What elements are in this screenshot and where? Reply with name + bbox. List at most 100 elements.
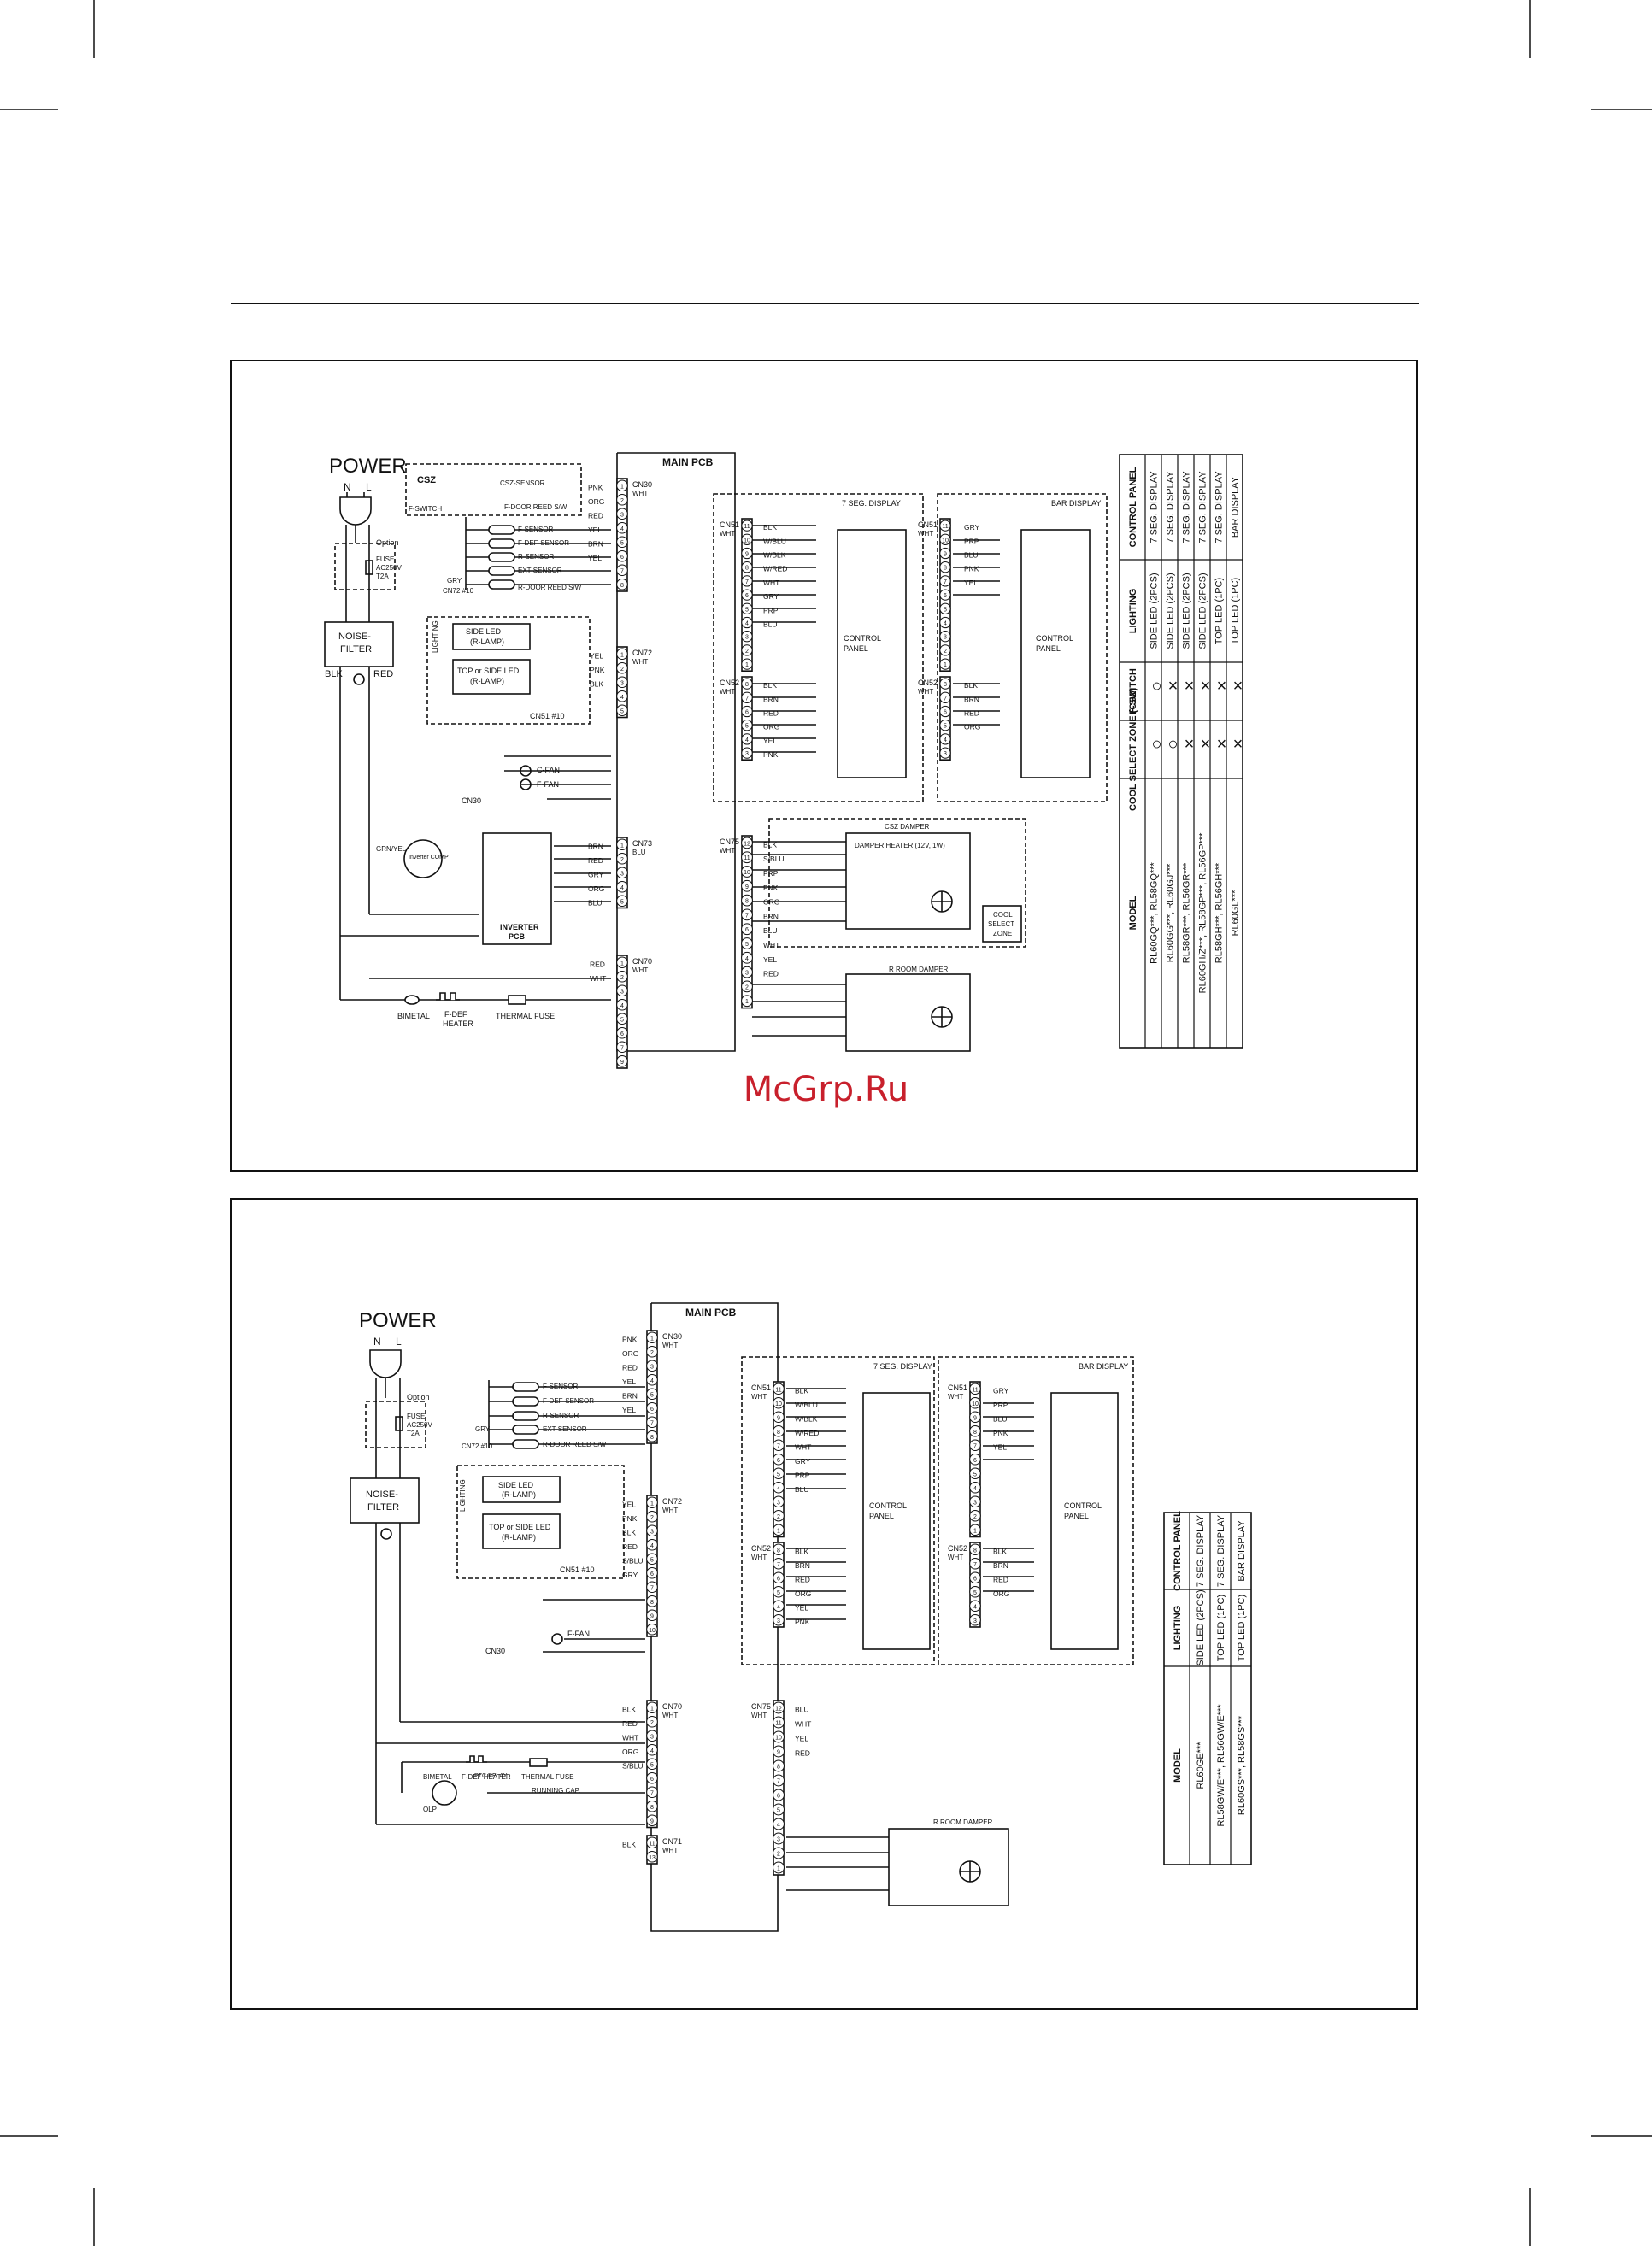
wire-color-label: S/BLU [622,1556,644,1565]
diagram1-lighting: LIGHTING SIDE LED (R-LAMP) TOP or SIDE L… [426,616,591,725]
pin-number: 2 [620,975,624,981]
pin-number: 4 [777,1604,780,1610]
table-cell: RL58GW/E***, RL56GW/E*** [1216,1704,1226,1827]
table-cell: × [1201,735,1211,754]
pin-number: 6 [745,593,749,599]
pin-number: 11 [649,1841,655,1847]
pin-number: 3 [650,1364,654,1370]
pin-number: 10 [775,1736,782,1742]
pin-number: 1 [777,1866,780,1872]
svg-text:PANEL: PANEL [1036,644,1061,653]
diagram1-bar-panel: BAR DISPLAY CONTROL PANEL [937,493,1108,802]
pin-number: 5 [650,1557,654,1563]
svg-text:SELECT: SELECT [988,920,1014,928]
wire-color-label: YEL [622,1378,636,1386]
table-cell: TOP LED (1PC) [1214,578,1225,644]
pin-number: 7 [944,579,947,585]
pin-number: 3 [745,971,749,977]
table-cell: ○ [1151,735,1161,754]
pin-number: 11 [775,1721,781,1727]
wire-color-label: GRY [964,523,980,532]
pin-number: 2 [777,1514,780,1520]
wire-color-label: ORG [964,723,980,731]
pin-number: 3 [944,751,947,757]
wire-color-label: W/RED [795,1429,819,1437]
wire-color-label: BRN [588,842,603,850]
pin-number: 2 [973,1514,977,1520]
pin-number: 1 [745,999,749,1005]
svg-text:Option: Option [407,1393,430,1401]
table-header: LIGHTING [1128,589,1138,634]
svg-text:F-SENSOR: F-SENSOR [518,526,554,533]
wire-color-label: ORG [588,497,604,506]
svg-text:TOP or SIDE LED: TOP or SIDE LED [457,667,520,675]
pin-number: 6 [973,1458,977,1464]
wire-color-label: PNK [622,1514,638,1523]
table-cell: ○ [1151,677,1161,696]
table-header: F-SWITCH [1128,668,1138,714]
wire-color-label: BLK [763,681,777,690]
wire-color-label: BRN [993,1561,1008,1570]
wire-color-label: PNK [763,884,779,892]
pin-number: 1 [650,1336,654,1342]
pin-number: 2 [650,1515,654,1521]
pin-number: 5 [944,607,947,613]
svg-text:L: L [366,481,372,493]
table-cell: SIDE LED (2PCS) [1196,1589,1206,1665]
pin-number: 3 [620,871,624,877]
wire-color-label: BRN [763,912,779,920]
wire-color-label: BRN [622,1391,638,1400]
pin-number: 7 [777,1562,780,1568]
diagram1-sensors: F-SENSOR F-DEF-SENSOR R-SENSOR EXT-SENSO… [443,517,611,595]
table-header: CONTROL PANEL [1128,467,1138,547]
pin-number: 7 [745,696,749,702]
pin-number: 2 [650,1350,654,1356]
pin-number: 4 [620,526,624,532]
svg-text:T2A: T2A [407,1430,420,1437]
wire-color-label: WHT [795,1720,811,1729]
pin-number: 8 [777,1765,780,1771]
pin-number: 4 [650,1543,654,1549]
pin-number: 11 [744,524,750,530]
watermark: McGrp.Ru [743,1070,909,1109]
connector-name: CN72 [632,649,652,657]
diagram1-connectors: 12345678CN30WHTPNKORGREDYELBRNYEL12345CN… [588,478,980,1069]
svg-text:NOISE-: NOISE- [366,1489,398,1500]
wire-color-label: RED [763,970,779,978]
svg-text:R-DOOR REED S/W: R-DOOR REED S/W [518,584,582,591]
pin-number: 8 [973,1548,977,1554]
pin-number: 9 [944,552,947,558]
wire-color-label: YEL [588,526,602,534]
table-cell: BAR DISPLAY [1237,1520,1247,1582]
connector-cn75: 121110987654321CN75WHTBLKS/BLUPRPPNKORGB… [720,835,785,1009]
model-table-1: CONTROL PANEL 7 SEG. DISPLAY 7 SEG. DISPLA… [1119,454,1243,1049]
connector-color: WHT [662,1507,678,1514]
svg-text:FUSE: FUSE [407,1413,425,1420]
pin-number: 8 [777,1430,780,1436]
wire-color-label: S/BLU [622,1761,644,1770]
diagram1-7seg-panel: 7 SEG. DISPLAY CONTROL PANEL [713,493,924,802]
table-cell: 7 SEG. DISPLAY [1166,471,1176,543]
pin-number: 8 [650,1435,654,1441]
connector-name: CN51 [948,1383,967,1392]
svg-text:CN51 #10: CN51 #10 [560,1566,595,1574]
svg-text:N: N [373,1336,381,1348]
table-cell: SIDE LED (2PCS) [1182,573,1192,649]
pin-number: 10 [744,870,750,876]
connector-color: WHT [662,1342,678,1349]
pin-number: 12 [744,841,750,847]
wire-color-label: BLK [795,1547,808,1555]
table-cell: 7 SEG. DISPLAY [1149,471,1160,543]
connector-name: CN51 [918,520,938,529]
pin-number: 1 [650,1706,654,1712]
table-cell: RL60GE*** [1196,1742,1206,1789]
svg-text:F-DEF-SENSOR: F-DEF-SENSOR [518,539,569,547]
connector-color: WHT [751,1393,767,1401]
svg-text:LIGHTING: LIGHTING [432,620,439,653]
wire-color-label: RED [622,1363,638,1372]
diagram2-sensors: F-SENSOR F-DEF-SENSOR R-SENSOR EXT-SENSO… [462,1380,645,1450]
